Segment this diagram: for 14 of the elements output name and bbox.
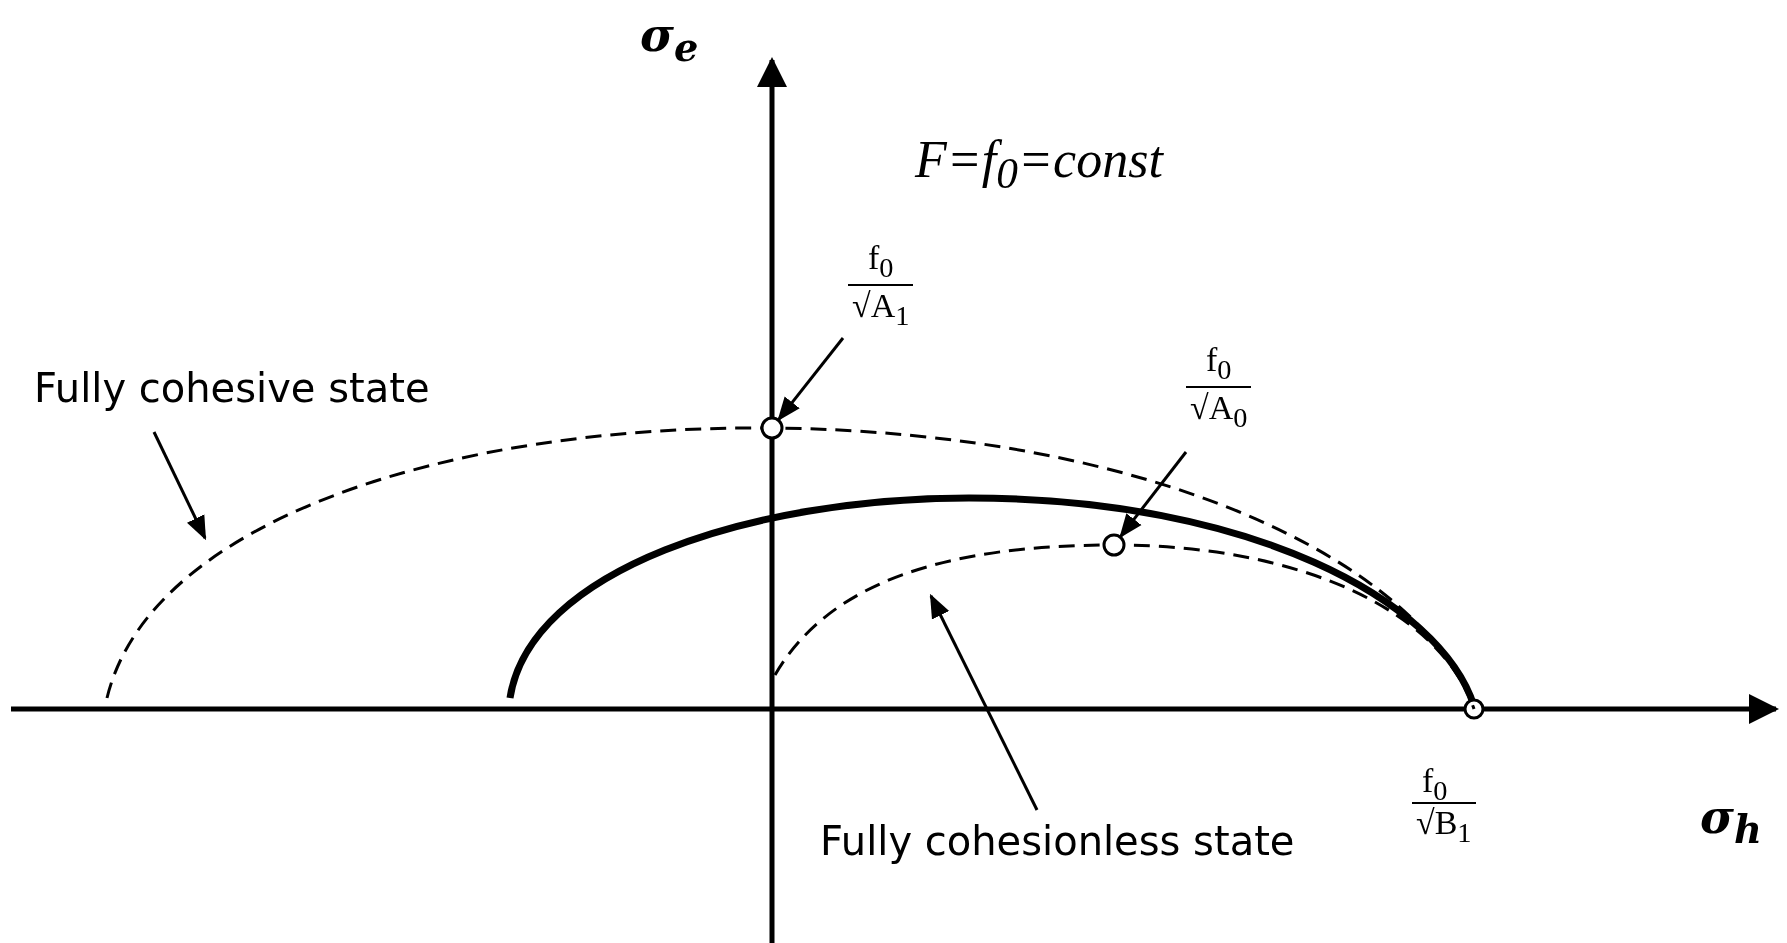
point-marker (760, 416, 784, 440)
fraction-label: f$_{0}$ √A$_{0}$ (1186, 340, 1252, 435)
leader-arrow (777, 337, 845, 422)
leader-arrow (152, 431, 207, 541)
axis-label: σ$_{e}$ (640, 8, 699, 71)
leader-arrow (1119, 451, 1188, 539)
axis-label: σ$_{h}$ (1700, 790, 1762, 853)
leader-arrow (929, 593, 1039, 811)
annotation-text: Fully cohesionless state (820, 818, 1295, 864)
equation-text: F=f$_{0}$=const (915, 130, 1163, 199)
annotation-text: Fully cohesive state (34, 365, 430, 411)
dashed-curve (105, 426, 1476, 710)
fraction-label: f$_{0}$ √A$_{1}$ (848, 238, 914, 333)
fraction-denominator: √B$_{1}$ (1412, 802, 1476, 849)
